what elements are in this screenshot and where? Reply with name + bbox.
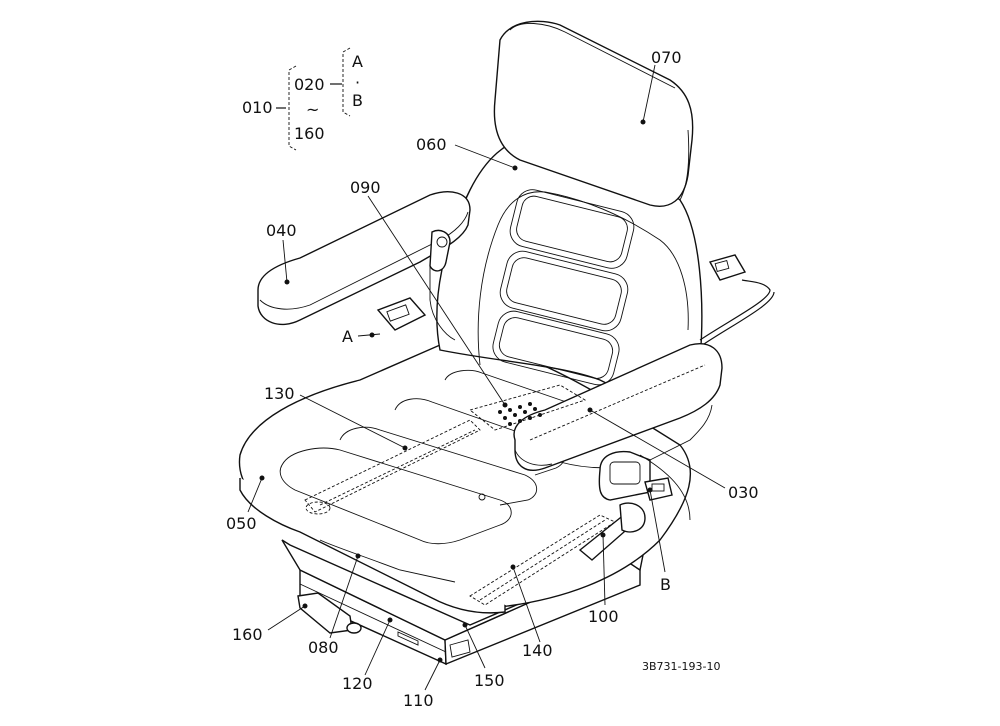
wire-harness <box>699 254 775 345</box>
callout-120: 120 <box>342 674 373 693</box>
callout-040: 040 <box>266 221 297 240</box>
backrest <box>436 134 703 411</box>
callout-100: 100 <box>588 607 619 626</box>
callout-labels: 070 060 090 040 A 130 030 050 B 100 140 … <box>226 48 759 710</box>
legend-main-label: 010 <box>242 98 273 117</box>
callout-130: 130 <box>264 384 295 403</box>
legend-range-end: 160 <box>294 124 325 143</box>
leader-lines <box>247 64 726 691</box>
legend-bracket: 010 020 ~ 160 A · B <box>242 47 363 151</box>
legend-range-sep: ~ <box>306 100 319 119</box>
legend-range-start: 020 <box>294 75 325 94</box>
callout-080: 080 <box>308 638 339 657</box>
seat-belt <box>376 297 691 521</box>
legend-variant-b: B <box>352 91 363 110</box>
callout-a: A <box>342 327 353 346</box>
callout-070: 070 <box>651 48 682 67</box>
callout-060: 060 <box>416 135 447 154</box>
control-panel <box>469 384 587 431</box>
callout-150: 150 <box>474 671 505 690</box>
callout-050: 050 <box>226 514 257 533</box>
legend-variant-dot: · <box>355 73 360 92</box>
headrest <box>493 20 694 207</box>
callout-140: 140 <box>522 641 553 660</box>
callout-160: 160 <box>232 625 263 644</box>
adjust-lever <box>578 502 646 561</box>
callout-030: 030 <box>728 483 759 502</box>
drawing-code: 3B731-193-10 <box>642 660 720 673</box>
callout-090: 090 <box>350 178 381 197</box>
legend-variant-a: A <box>352 52 363 71</box>
callout-b: B <box>660 575 671 594</box>
callout-110: 110 <box>403 691 434 710</box>
